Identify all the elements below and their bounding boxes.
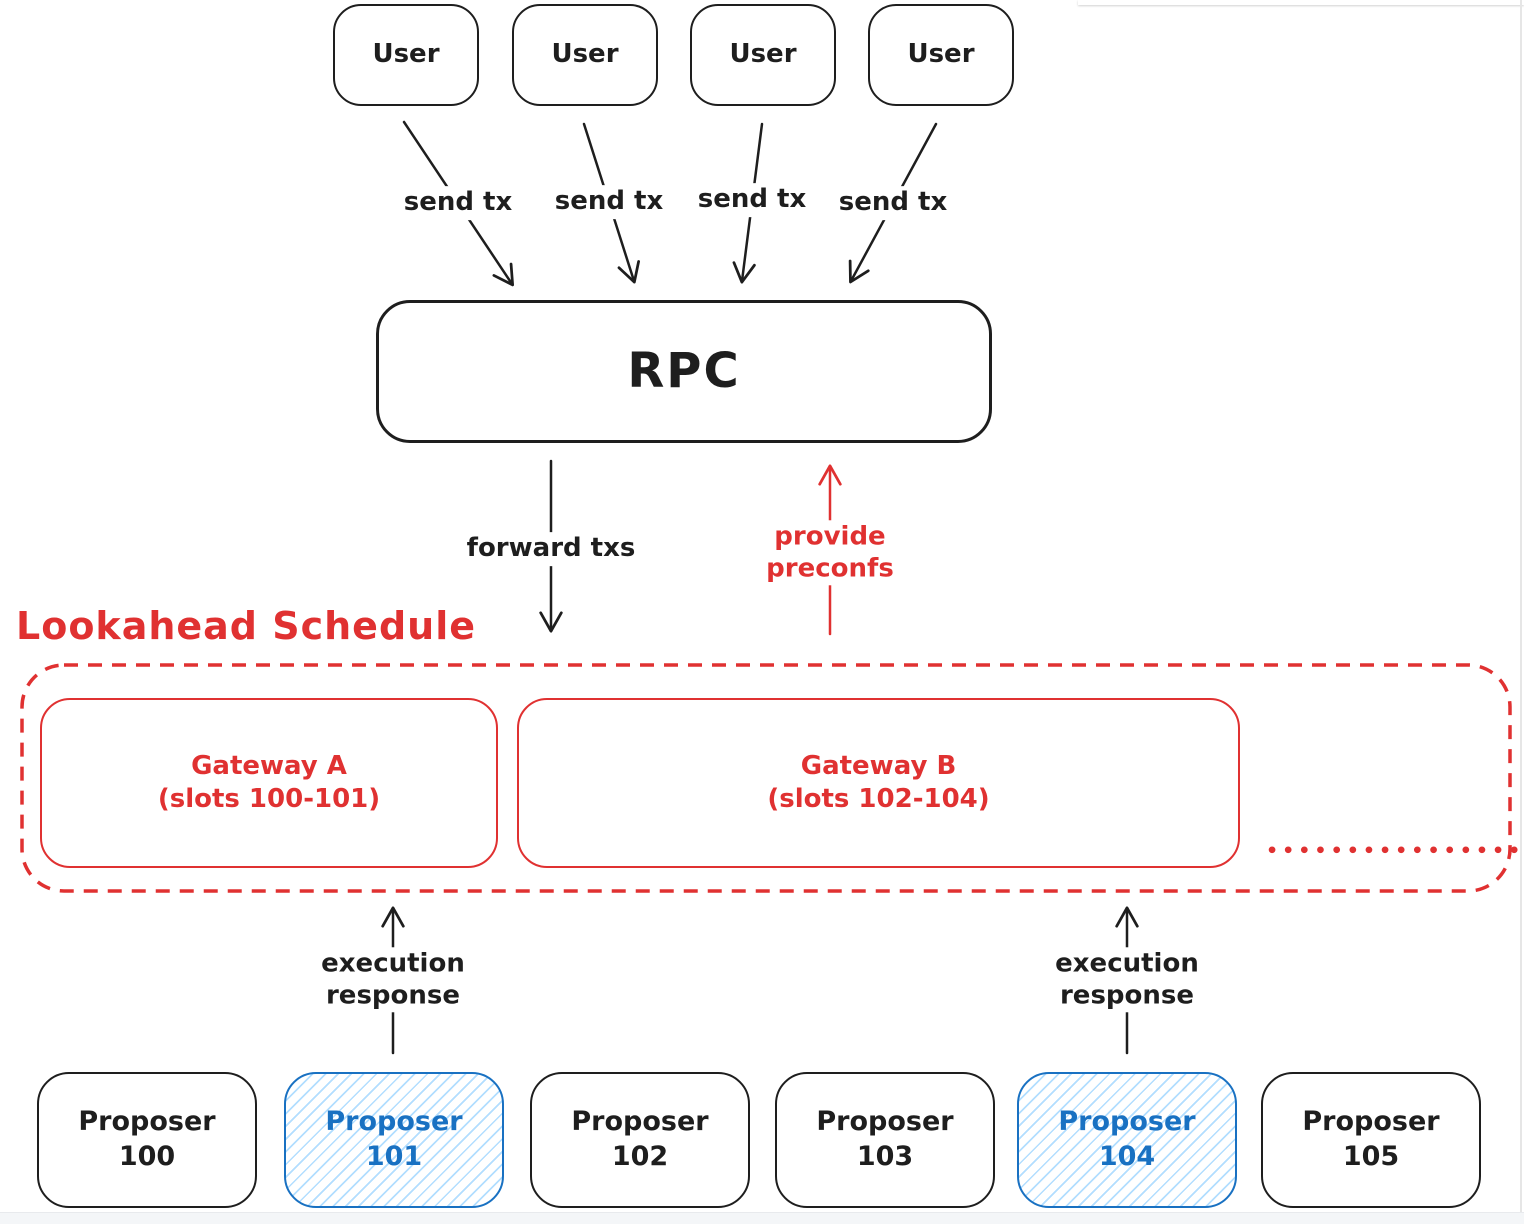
user-box-1: User <box>333 4 479 106</box>
rpc-box: RPC <box>376 300 992 443</box>
right-edge-line <box>1520 0 1522 1224</box>
gateway-name: Gateway B <box>800 750 957 781</box>
proposer-number: 101 <box>365 1141 423 1172</box>
proposer-box-100: Proposer 100 <box>37 1072 257 1208</box>
rpc-label: RPC <box>627 342 741 399</box>
proposer-name: Proposer <box>1058 1106 1196 1138</box>
proposer-number: 102 <box>611 1141 669 1172</box>
proposer-name: Proposer <box>1302 1106 1440 1138</box>
proposer-name: Proposer <box>816 1106 954 1138</box>
gateway-slots: (slots 100-101) <box>157 784 381 814</box>
user-label: User <box>729 39 797 70</box>
lookahead-schedule-title: Lookahead Schedule <box>16 604 477 648</box>
user-label: User <box>551 39 619 70</box>
proposer-number: 105 <box>1342 1141 1400 1172</box>
send-tx-label-4: send tx <box>831 186 955 220</box>
gateway-b-box: Gateway B (slots 102-104) <box>517 698 1240 868</box>
ellipsis-dots: ••••••••••••••••• <box>1266 840 1524 862</box>
proposer-name: Proposer <box>571 1106 709 1138</box>
user-box-2: User <box>512 4 658 106</box>
proposer-number: 100 <box>118 1141 176 1172</box>
proposer-number: 104 <box>1098 1141 1156 1172</box>
forward-txs-label: forward txs <box>459 532 643 566</box>
lookahead-schedule-frame <box>20 663 1512 893</box>
send-tx-label-3: send tx <box>690 183 814 217</box>
proposer-box-104: Proposer 104 <box>1017 1072 1237 1208</box>
provide-preconfs-label: provide preconfs <box>759 520 901 586</box>
user-label: User <box>907 39 975 70</box>
bottom-strip <box>0 1212 1524 1224</box>
gateway-a-box: Gateway A (slots 100-101) <box>40 698 498 868</box>
proposer-box-101: Proposer 101 <box>284 1072 504 1208</box>
user-label: User <box>372 39 440 70</box>
gateway-name: Gateway A <box>191 750 347 781</box>
proposer-number: 103 <box>856 1141 914 1172</box>
user-box-4: User <box>868 4 1014 106</box>
proposer-box-102: Proposer 102 <box>530 1072 750 1208</box>
proposer-name: Proposer <box>325 1106 463 1138</box>
proposer-name: Proposer <box>78 1106 216 1138</box>
send-tx-label-1: send tx <box>396 186 520 220</box>
send-tx-label-2: send tx <box>547 185 671 219</box>
execution-response-label-left: execution response <box>314 947 472 1013</box>
user-box-3: User <box>690 4 836 106</box>
proposer-box-105: Proposer 105 <box>1261 1072 1481 1208</box>
execution-response-label-right: execution response <box>1048 947 1206 1013</box>
window-edge-artifact <box>1078 0 1524 5</box>
proposer-box-103: Proposer 103 <box>775 1072 995 1208</box>
gateway-slots: (slots 102-104) <box>767 784 990 814</box>
